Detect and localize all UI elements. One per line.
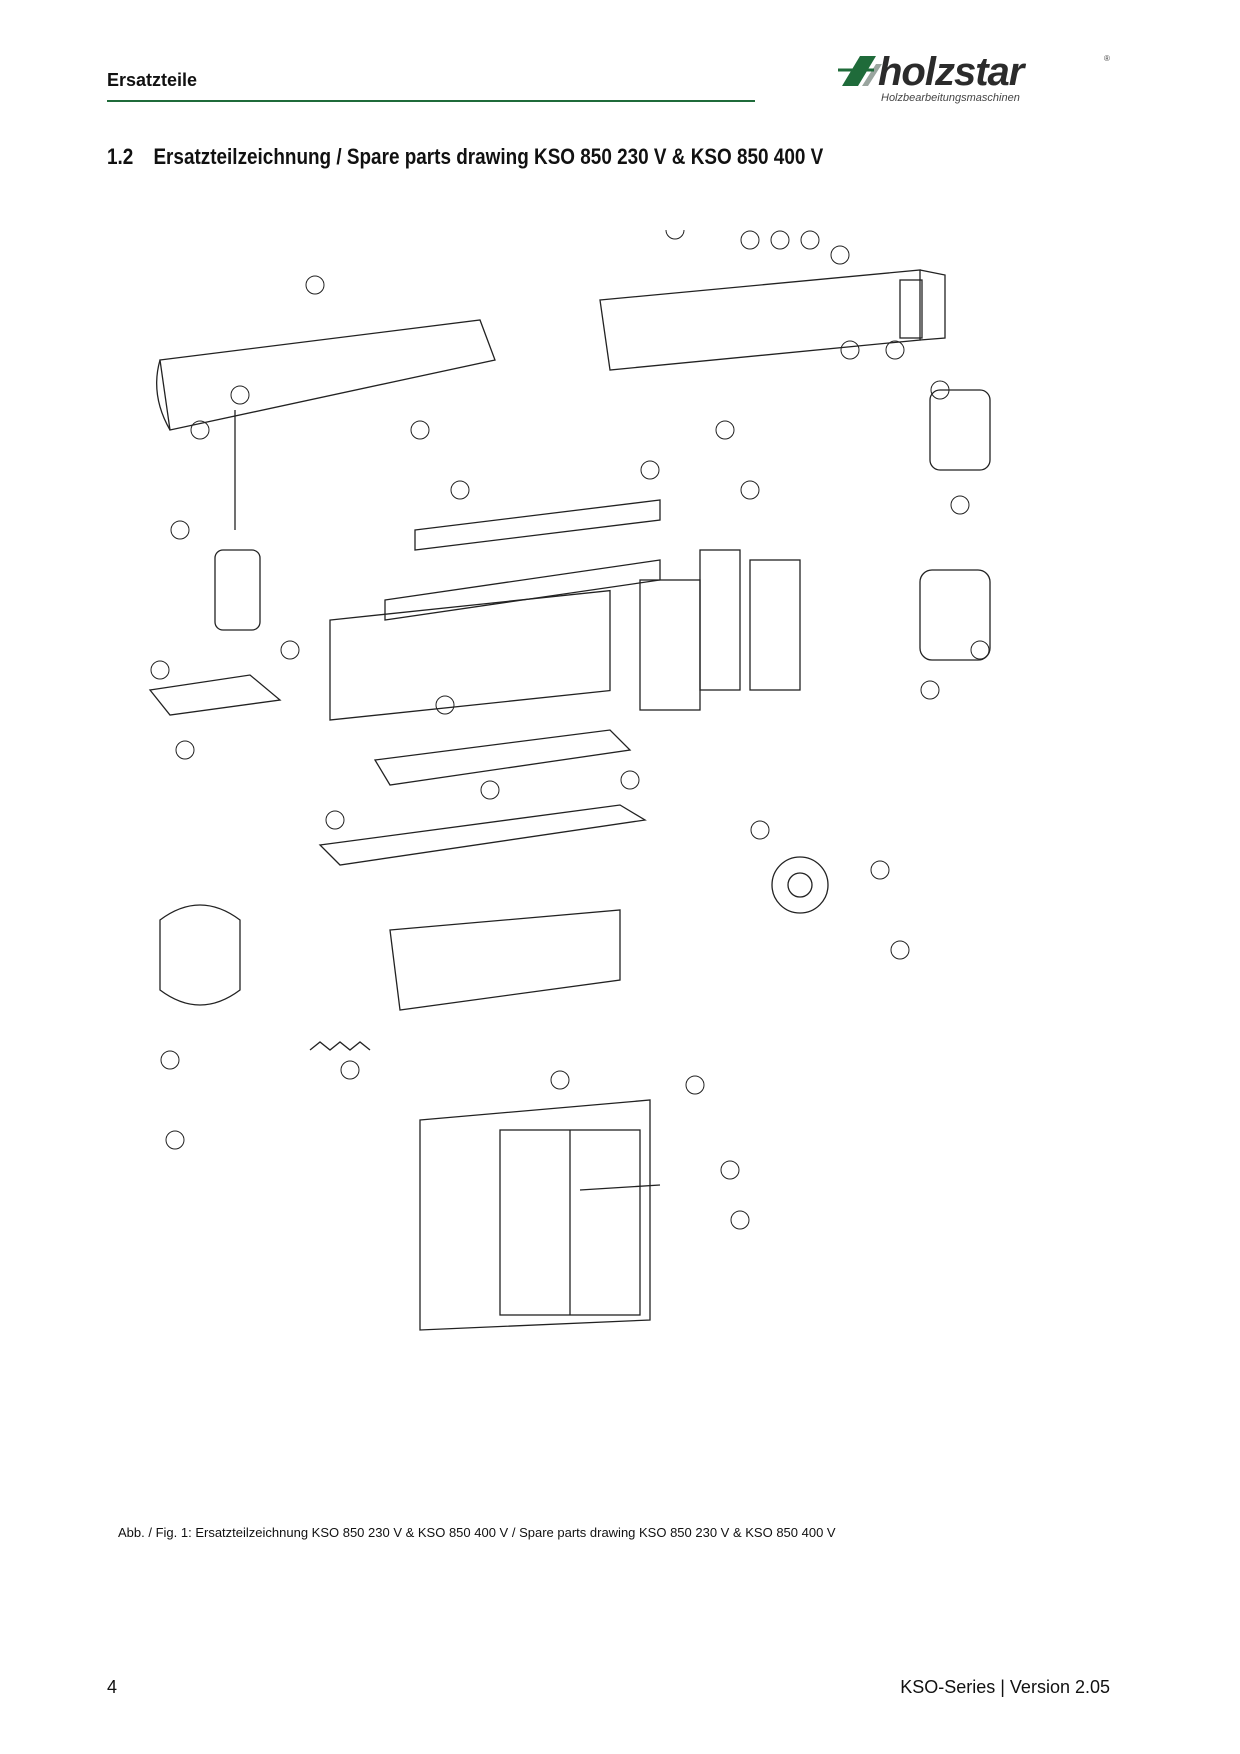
page-number: 4 xyxy=(107,1677,118,1697)
motor-sleeve xyxy=(929,389,991,471)
section-heading: 1.2 Ersatzteilzeichnung / Spare parts dra… xyxy=(107,144,823,170)
motor-mount-plate xyxy=(749,559,801,691)
spring xyxy=(309,1041,371,1051)
upper-housing xyxy=(599,269,921,371)
series-version: KSO-Series | Version 2.05 xyxy=(900,1677,1110,1697)
header-divider xyxy=(107,100,755,102)
logo-registered-mark: ® xyxy=(1104,54,1110,63)
frame-rail-lower xyxy=(384,559,661,621)
dust-hood xyxy=(159,904,241,1006)
front-panel xyxy=(329,589,611,721)
section-number: 1.2 xyxy=(107,144,134,169)
exploded-parts-drawing xyxy=(148,230,991,1331)
column-bracket xyxy=(699,549,741,691)
table-support xyxy=(373,729,632,786)
work-table xyxy=(318,804,647,866)
cabinet xyxy=(419,1099,651,1331)
figure-caption: Abb. / Fig. 1: Ersatzteilzeichnung KSO 8… xyxy=(118,1525,836,1540)
motor-body xyxy=(919,569,991,661)
belt-cover-left xyxy=(159,319,496,431)
logo-wordmark: holzstar xyxy=(878,50,1024,94)
base-plate-left xyxy=(148,674,282,716)
sanding-drum xyxy=(214,549,261,631)
logo-subtitle: Holzbearbeitungsmaschinen xyxy=(881,92,1020,104)
pulley xyxy=(771,856,829,914)
section-header-label: Ersatzteile xyxy=(107,70,198,90)
frame-rail xyxy=(414,499,661,551)
section-title-text: Ersatzteilzeichnung / Spare parts drawin… xyxy=(153,144,824,169)
holzstar-logo-mark xyxy=(838,56,882,86)
side-column xyxy=(639,579,701,711)
lower-base-frame xyxy=(389,909,621,1011)
housing-vent xyxy=(899,279,923,339)
